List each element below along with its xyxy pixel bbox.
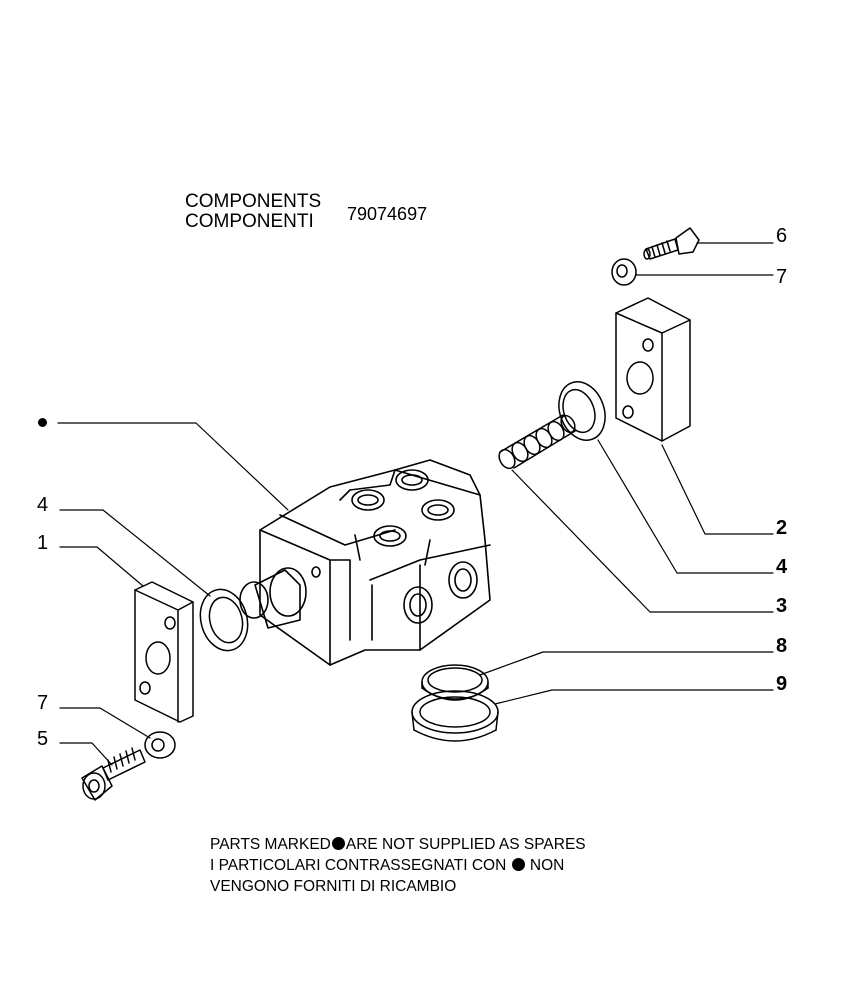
note-line-1: PARTS MARKED ARE NOT SUPPLIED AS SPARES (210, 834, 586, 855)
bullet-icon (331, 837, 345, 850)
callout-5: 5 (37, 728, 49, 750)
callout-8: 8 (776, 635, 788, 657)
note-line-2-a: I PARTICOLARI CONTRASSEGNATI CON (210, 857, 507, 874)
part-code: 79074697 (347, 204, 428, 224)
note-line-1-b: ARE NOT SUPPLIED AS SPARES (345, 836, 586, 853)
title-italian: COMPONENTI (185, 211, 314, 232)
bolt-part-5 (81, 747, 146, 801)
callout-4-left: 4 (37, 494, 49, 516)
oring-part-4-right (558, 381, 606, 441)
callout-3: 3 (776, 595, 788, 617)
bullet-icon (511, 858, 525, 871)
leader-lines (57, 242, 774, 766)
washer-part-7-top (611, 258, 637, 286)
ring-part-9 (411, 690, 499, 742)
plate-part-2 (615, 297, 691, 442)
note-line-3: VENGONO FORNITI DI RICAMBIO (210, 878, 457, 895)
callout-1: 1 (37, 532, 49, 554)
spring-part-3 (498, 414, 576, 470)
callout-9: 9 (776, 673, 788, 695)
not-supplied-marker (38, 418, 47, 427)
note-line-1-a: PARTS MARKED (210, 836, 331, 853)
oring-part-4-left (199, 588, 249, 652)
note-line-2: I PARTICOLARI CONTRASSEGNATI CON NON (210, 855, 586, 876)
title-block: COMPONENTS COMPONENTI (185, 192, 321, 232)
callout-7-top: 7 (776, 266, 788, 288)
bolt-part-6 (643, 227, 700, 260)
plate-part-1 (134, 581, 194, 723)
note-line-2-b: NON (529, 857, 565, 874)
callout-2: 2 (776, 517, 788, 539)
callout-7-left: 7 (37, 692, 49, 714)
spares-note: PARTS MARKED ARE NOT SUPPLIED AS SPARES I… (210, 834, 586, 897)
callout-4-right: 4 (776, 556, 788, 578)
ring-part-8 (421, 664, 489, 701)
title-english: COMPONENTS (185, 191, 322, 212)
callout-6: 6 (776, 225, 788, 247)
valve-body (239, 459, 491, 666)
washer-part-7-left (144, 731, 176, 759)
